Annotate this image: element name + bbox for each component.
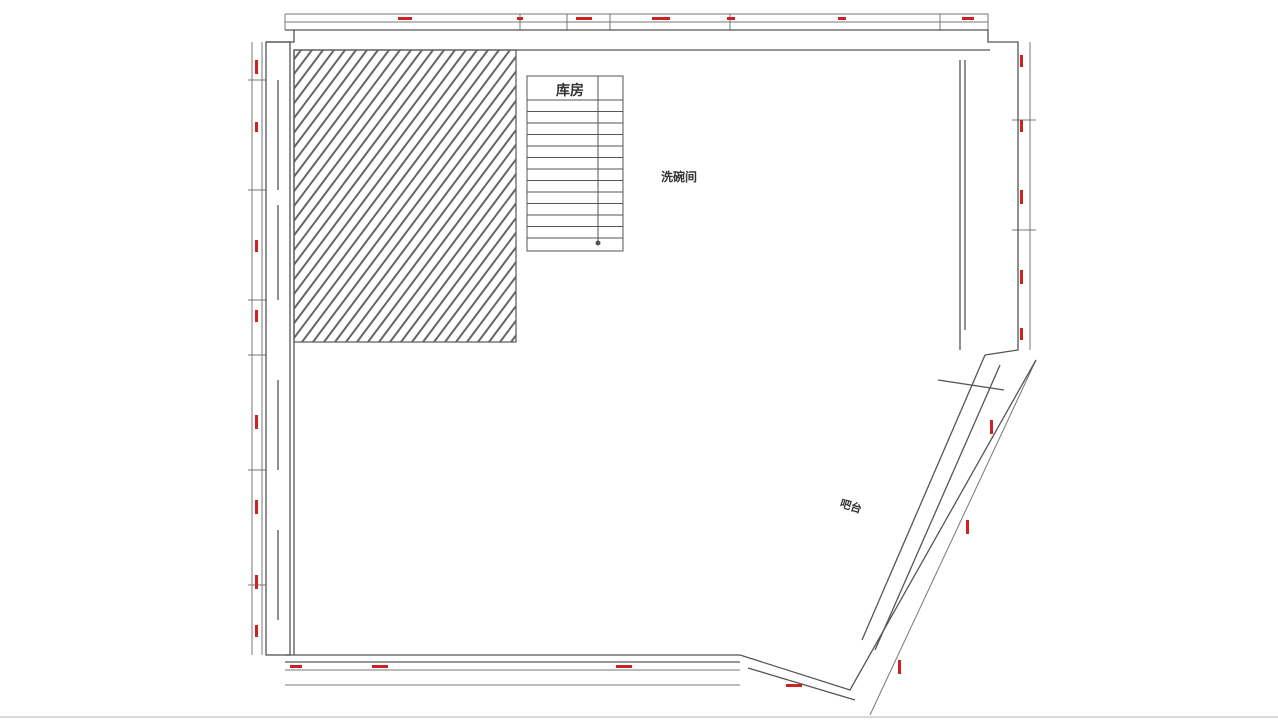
storage-hatch-area (293, 49, 517, 343)
dimension-ticks (255, 17, 1023, 687)
bottom-divider (0, 716, 1278, 718)
dimension-lines (248, 13, 1037, 716)
outer-walls (265, 29, 1037, 701)
storage-room-label: 库房 (556, 83, 584, 99)
dishwashing-room-label: 洗碗间 (661, 170, 698, 184)
stair-icon (526, 75, 624, 252)
